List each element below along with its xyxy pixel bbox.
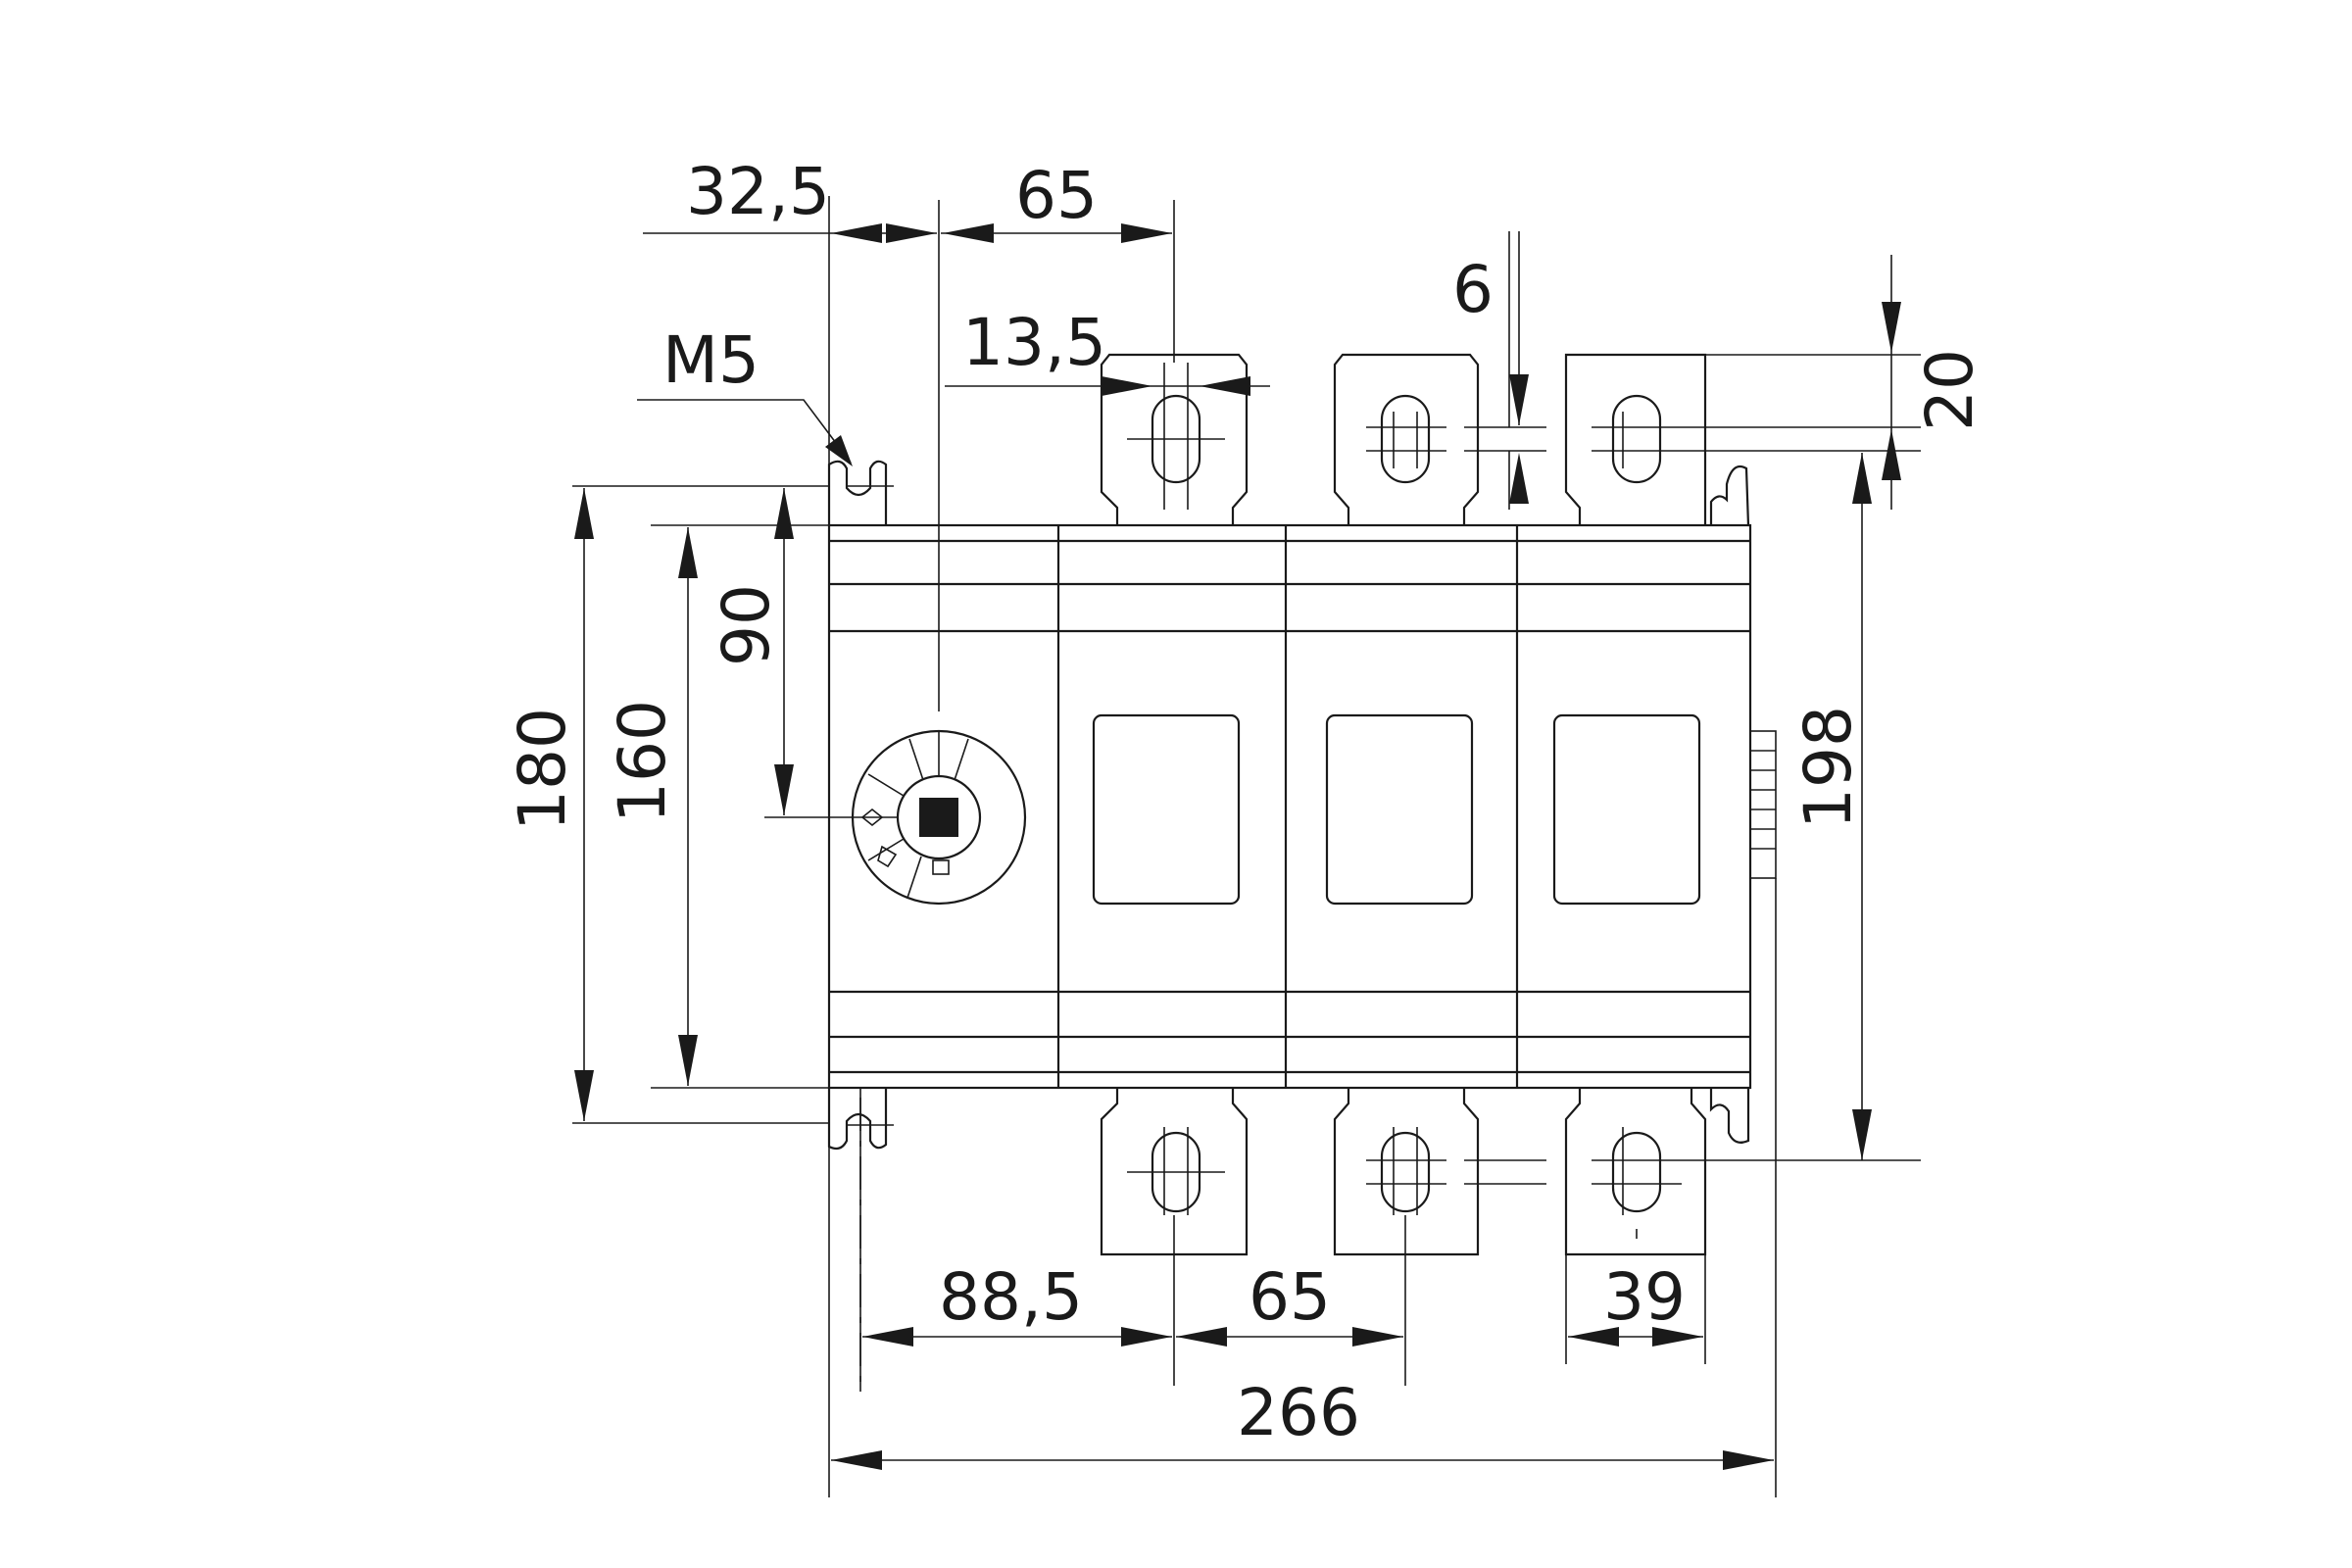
dim-label-180: 180 — [505, 708, 580, 831]
terminal-bottom-2 — [1333, 1088, 1480, 1256]
handle-square-icon — [919, 798, 958, 837]
terminals-top — [1100, 353, 1707, 525]
dim-label-65-top: 65 — [1015, 158, 1098, 233]
diamond-symbol-icon — [860, 808, 884, 827]
dim-label-90: 90 — [709, 584, 784, 666]
mounting-lug-top-right — [1709, 465, 1750, 526]
dim-label-198: 198 — [1790, 706, 1866, 829]
dim-label-6: 6 — [1452, 252, 1494, 327]
terminal-top-2 — [1333, 353, 1480, 525]
dimension-lines — [574, 223, 1901, 1470]
switch-body — [827, 523, 1777, 1090]
square-symbol-icon — [932, 859, 950, 875]
terminal-slot — [1380, 1131, 1431, 1213]
terminal-bottom-3 — [1564, 1088, 1707, 1256]
dim-label-39: 39 — [1603, 1259, 1686, 1335]
terminal-slot — [1611, 394, 1662, 484]
terminal-slot — [1380, 394, 1431, 484]
dim-label-m5: M5 — [662, 322, 760, 398]
dim-label-13-5: 13,5 — [962, 305, 1106, 380]
side-connector — [1749, 730, 1777, 879]
mounting-lug-bottom-right — [1709, 1088, 1750, 1144]
dim-leader-m5 — [637, 399, 852, 464]
rotary-handle — [851, 729, 1027, 906]
extension-lines — [572, 196, 1921, 1497]
mounting-lug-top-left — [827, 460, 888, 525]
dim-arrow-6-bottom — [1509, 453, 1529, 504]
terminal-slot — [1611, 1131, 1662, 1213]
dim-label-266: 266 — [1237, 1375, 1360, 1450]
dim-label-20: 20 — [1912, 349, 1987, 431]
mounting-lug-bottom-left — [827, 1088, 888, 1151]
mounting-lugs — [827, 460, 1750, 1151]
dim-label-65-bottom: 65 — [1249, 1259, 1331, 1335]
terminal-top-1 — [1100, 353, 1249, 525]
dimension-labels: 32,5 65 13,5 M5 6 20 198 180 160 90 88,5… — [505, 154, 1987, 1450]
dim-label-160: 160 — [605, 700, 680, 823]
triangle-symbol-icon — [877, 845, 898, 868]
dim-label-88-5: 88,5 — [939, 1259, 1083, 1335]
terminal-top-3 — [1564, 353, 1707, 525]
terminals-bottom — [1100, 1088, 1707, 1256]
indicator-window — [1325, 713, 1474, 906]
dim-label-32-5: 32,5 — [686, 154, 830, 229]
body-outline — [827, 523, 1752, 1090]
indicator-window — [1092, 713, 1241, 906]
indicator-window — [1552, 713, 1701, 906]
